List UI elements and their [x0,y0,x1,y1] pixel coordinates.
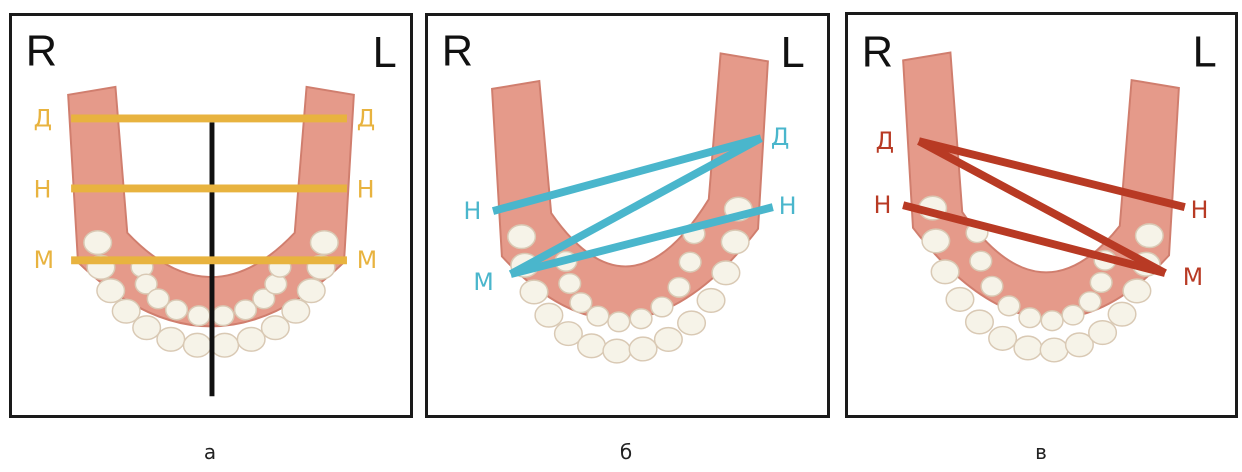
tooth [721,230,749,254]
tooth [211,333,239,357]
right-side-label: R [442,27,473,75]
tooth [282,299,310,323]
tooth [981,276,1003,296]
caption-b: б [620,440,632,464]
tooth [1090,273,1112,293]
tooth [1019,308,1041,328]
panel-c: R L Д Н Н М [845,12,1238,418]
tooth [157,328,185,352]
left-side-label: L [781,29,805,77]
tooth [578,334,606,358]
tooth [678,311,706,335]
label-d-right: Д [357,104,375,132]
tooth [651,297,673,317]
tooth [1041,311,1063,331]
tooth [297,279,325,303]
label-d-left: Д [34,104,52,132]
panel-c-drawing: R L Д Н Н М [848,15,1235,415]
tooth [712,261,740,285]
tooth [966,310,994,334]
tooth [697,289,725,313]
tooth [1089,321,1117,345]
panel-a: R L Д Д Н Н М М [9,13,413,418]
label-n-left: Н [874,191,892,219]
tooth [668,277,690,297]
label-n-right: Н [779,192,797,220]
tooth [629,337,657,361]
tooth [1136,224,1164,248]
label-n-left: Н [463,197,481,225]
caption-c: в [1035,440,1047,464]
tooth [970,251,992,271]
left-side-label: L [373,29,397,77]
tooth [998,296,1020,316]
tooth [587,306,609,326]
right-side-label: R [26,27,57,75]
tooth [97,279,125,303]
tooth [133,316,161,340]
panel-a-drawing: R L Д Д Н Н М М [12,16,410,415]
tooth [1040,338,1068,362]
tooth [212,306,234,326]
left-side-label: L [1193,28,1217,76]
label-m: М [473,268,493,296]
label-d: Д [771,123,789,151]
label-m-left: М [34,246,54,274]
tooth [311,231,339,255]
label-m-right: М [357,246,377,274]
tooth [520,280,548,304]
tooth [679,252,701,272]
tooth [1079,292,1101,312]
tooth [184,333,212,357]
tooth [1123,279,1151,303]
tooth [237,328,265,352]
tooth [630,309,652,329]
panel-b-drawing: R L Д Н Н М [428,16,827,415]
tooth [559,274,581,294]
tooth [508,225,536,249]
caption-a: а [204,440,216,464]
tooth [922,229,950,253]
tooth [166,300,188,320]
tooth [1062,305,1084,325]
tooth [989,327,1017,351]
tooth [1108,302,1136,326]
right-side-label: R [862,28,893,76]
tooth [655,328,683,352]
tooth [235,300,257,320]
tooth [603,339,631,363]
label-n-right: Н [357,175,375,203]
tooth [84,231,112,255]
tooth [147,289,169,309]
tooth [570,293,592,313]
panel-b: R L Д Н Н М [425,13,830,418]
tooth [608,312,630,332]
label-n-left: Н [34,175,52,203]
label-m: М [1183,263,1203,291]
label-n-right: Н [1191,196,1209,224]
tooth [946,288,974,312]
label-d: Д [876,127,894,155]
tooth [931,260,959,284]
tooth [1014,336,1042,360]
tooth [535,303,563,327]
tooth [188,306,210,326]
